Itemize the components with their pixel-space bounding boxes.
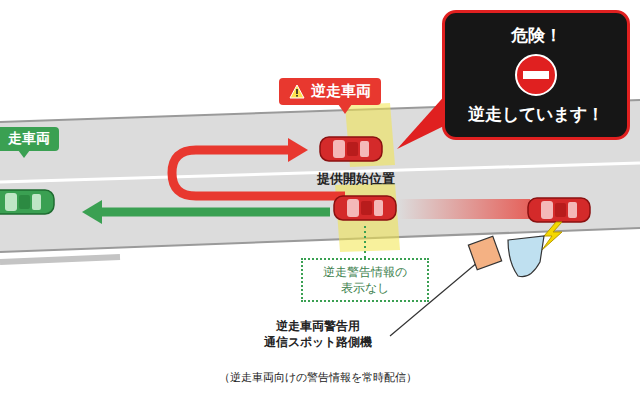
no-entry-sign: [514, 53, 558, 97]
warning-icon: [290, 85, 304, 98]
red-car: [334, 196, 396, 220]
callout-tail: [397, 92, 448, 149]
node-text: 危険！: [511, 24, 562, 47]
roadside-unit: [468, 236, 501, 269]
vehicle-tag: 逆走車両: [279, 78, 381, 105]
tag-pointer: [338, 104, 352, 114]
arrow-head: [288, 138, 308, 162]
node-text: 逆走しています！: [468, 103, 604, 126]
roadside-antenna: [508, 236, 544, 277]
leader-line: [364, 226, 366, 258]
shoulder: [0, 257, 120, 262]
note-box: 逆走警告情報の 表示なし: [301, 258, 429, 302]
warning-icon: [289, 84, 305, 99]
icon-holder: [514, 53, 558, 97]
no-entry-sign: [523, 71, 549, 79]
node-text: 逆走車両: [311, 82, 371, 101]
red-car: [320, 137, 382, 161]
no-entry-sign: [516, 55, 556, 95]
device-label: 逆走車両警告用 通信スポット路側機: [256, 318, 380, 350]
signal-bolt: [542, 222, 562, 250]
arrow-head: [82, 200, 102, 224]
warning-icon: [296, 89, 298, 94]
icon-holder: [289, 84, 305, 99]
warning-display: 危険！ 逆走しています！: [442, 10, 630, 140]
node-text: 逆走警告情報の 表示なし: [313, 264, 417, 296]
road-surface: [0, 100, 640, 252]
node-text: 走車両: [8, 130, 50, 148]
device-note: （逆走車両向けの警告情報を常時配信）: [219, 370, 417, 385]
tag-pointer: [18, 150, 30, 158]
warning-icon: [296, 95, 298, 97]
position-label: 提供開始位置: [317, 170, 395, 188]
motion-trail: [398, 199, 530, 219]
traffic-arrow: [100, 208, 330, 217]
red-car: [528, 198, 590, 222]
vehicle-tag: 走車両: [0, 127, 59, 151]
green-car: [0, 190, 54, 214]
